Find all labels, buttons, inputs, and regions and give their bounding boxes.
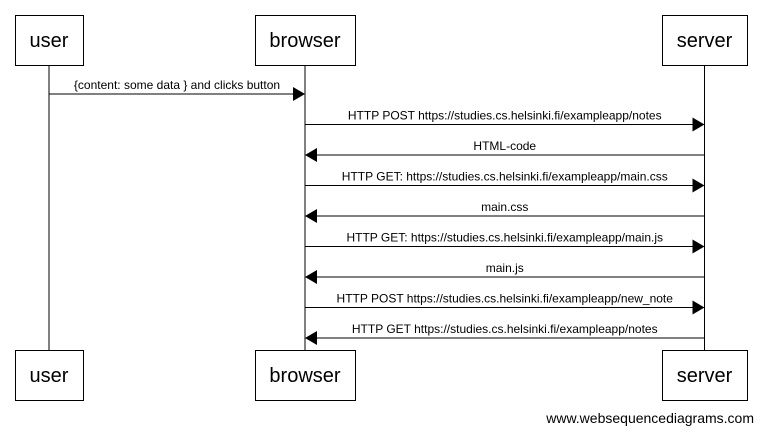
participant-box bbox=[662, 350, 748, 401]
message-label: {content: some data } and clicks button bbox=[74, 78, 280, 92]
participant-user-bottom: user bbox=[15, 350, 84, 401]
message-8: HTTP POST https://studies.cs.helsinki.fi… bbox=[305, 292, 705, 315]
participants-bottom: user browser server bbox=[15, 350, 748, 401]
arrowhead-icon bbox=[293, 87, 305, 101]
message-7: main.js bbox=[305, 261, 705, 284]
message-3: HTML-code bbox=[305, 139, 705, 162]
message-4: HTTP GET: https://studies.cs.helsinki.fi… bbox=[305, 170, 705, 193]
message-label: HTTP POST https://studies.cs.helsinki.fi… bbox=[348, 109, 662, 123]
participant-label: server bbox=[677, 365, 733, 387]
message-label: HTTP GET https://studies.cs.helsinki.fi/… bbox=[352, 322, 658, 336]
arrowhead-icon bbox=[305, 270, 317, 284]
participants-top: user browser server bbox=[15, 15, 748, 66]
message-9: HTTP GET https://studies.cs.helsinki.fi/… bbox=[305, 322, 705, 345]
participant-label: browser bbox=[269, 30, 340, 52]
message-label: HTTP POST https://studies.cs.helsinki.fi… bbox=[337, 292, 674, 306]
lifelines bbox=[48, 65, 705, 350]
message-label: HTML-code bbox=[473, 139, 536, 153]
participant-server-top: server bbox=[662, 15, 748, 66]
participant-server-bottom: server bbox=[662, 350, 748, 401]
participant-label: user bbox=[30, 365, 69, 387]
message-label: HTTP GET: https://studies.cs.helsinki.fi… bbox=[346, 231, 663, 245]
participant-box bbox=[255, 350, 356, 401]
arrowhead-icon bbox=[692, 239, 705, 254]
participant-label: user bbox=[30, 30, 69, 52]
participant-box bbox=[662, 15, 748, 66]
message-5: main.css bbox=[305, 200, 705, 223]
arrowhead-icon bbox=[692, 178, 705, 193]
messages: {content: some data } and clicks buttonH… bbox=[49, 78, 705, 345]
message-label: HTTP GET: https://studies.cs.helsinki.fi… bbox=[342, 170, 668, 184]
participant-box bbox=[15, 350, 84, 401]
message-2: HTTP POST https://studies.cs.helsinki.fi… bbox=[305, 109, 705, 132]
participant-box bbox=[255, 15, 356, 66]
participant-label: server bbox=[677, 30, 733, 52]
arrowhead-icon bbox=[305, 148, 317, 162]
message-label: main.css bbox=[481, 200, 528, 214]
participant-box bbox=[15, 15, 84, 66]
participant-browser-bottom: browser bbox=[255, 350, 356, 401]
message-6: HTTP GET: https://studies.cs.helsinki.fi… bbox=[305, 231, 705, 254]
arrowhead-icon bbox=[692, 117, 705, 132]
arrowhead-icon bbox=[305, 331, 317, 345]
participant-browser-top: browser bbox=[255, 15, 356, 66]
watermark: www.websequencediagrams.com bbox=[545, 410, 754, 426]
message-1: {content: some data } and clicks button bbox=[49, 78, 305, 101]
message-label: main.js bbox=[486, 261, 524, 275]
participant-user-top: user bbox=[15, 15, 84, 66]
arrowhead-icon bbox=[305, 209, 317, 223]
arrowhead-icon bbox=[692, 300, 705, 315]
participant-label: browser bbox=[269, 365, 340, 387]
